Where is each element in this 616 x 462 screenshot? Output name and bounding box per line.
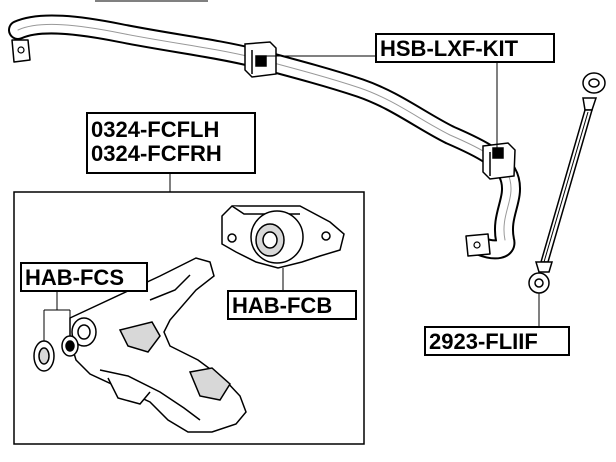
stabilizer-bar-icon [8, 14, 521, 260]
label-0324-fcfrh-text: 0324-FCFRH [91, 141, 222, 166]
label-2923-fliif-text: 2923-FLIIF [429, 329, 538, 354]
small-bushing-icon [33, 335, 79, 372]
label-2923-fliif: 2923-FLIIF [424, 326, 570, 356]
label-0324-group: 0324-FCFLH 0324-FCFRH [86, 112, 256, 174]
label-hsb-lxf-kit: HSB-LXF-KIT [375, 33, 555, 63]
label-hab-fcs-text: HAB-FCS [25, 265, 124, 290]
label-hab-fcs: HAB-FCS [20, 262, 148, 292]
stabilizer-bushing-icon [244, 41, 516, 180]
arm-bushing-icon [221, 205, 345, 269]
label-hab-fcb: HAB-FCB [227, 290, 357, 320]
control-arm-group-box [13, 191, 365, 445]
label-hab-fcb-text: HAB-FCB [232, 293, 333, 318]
label-hsb-lxf-kit-text: HSB-LXF-KIT [380, 36, 519, 61]
control-arm-icon [69, 257, 247, 433]
label-0324-fcflh-text: 0324-FCFLH [91, 117, 220, 142]
stabilizer-link-icon [528, 72, 606, 294]
